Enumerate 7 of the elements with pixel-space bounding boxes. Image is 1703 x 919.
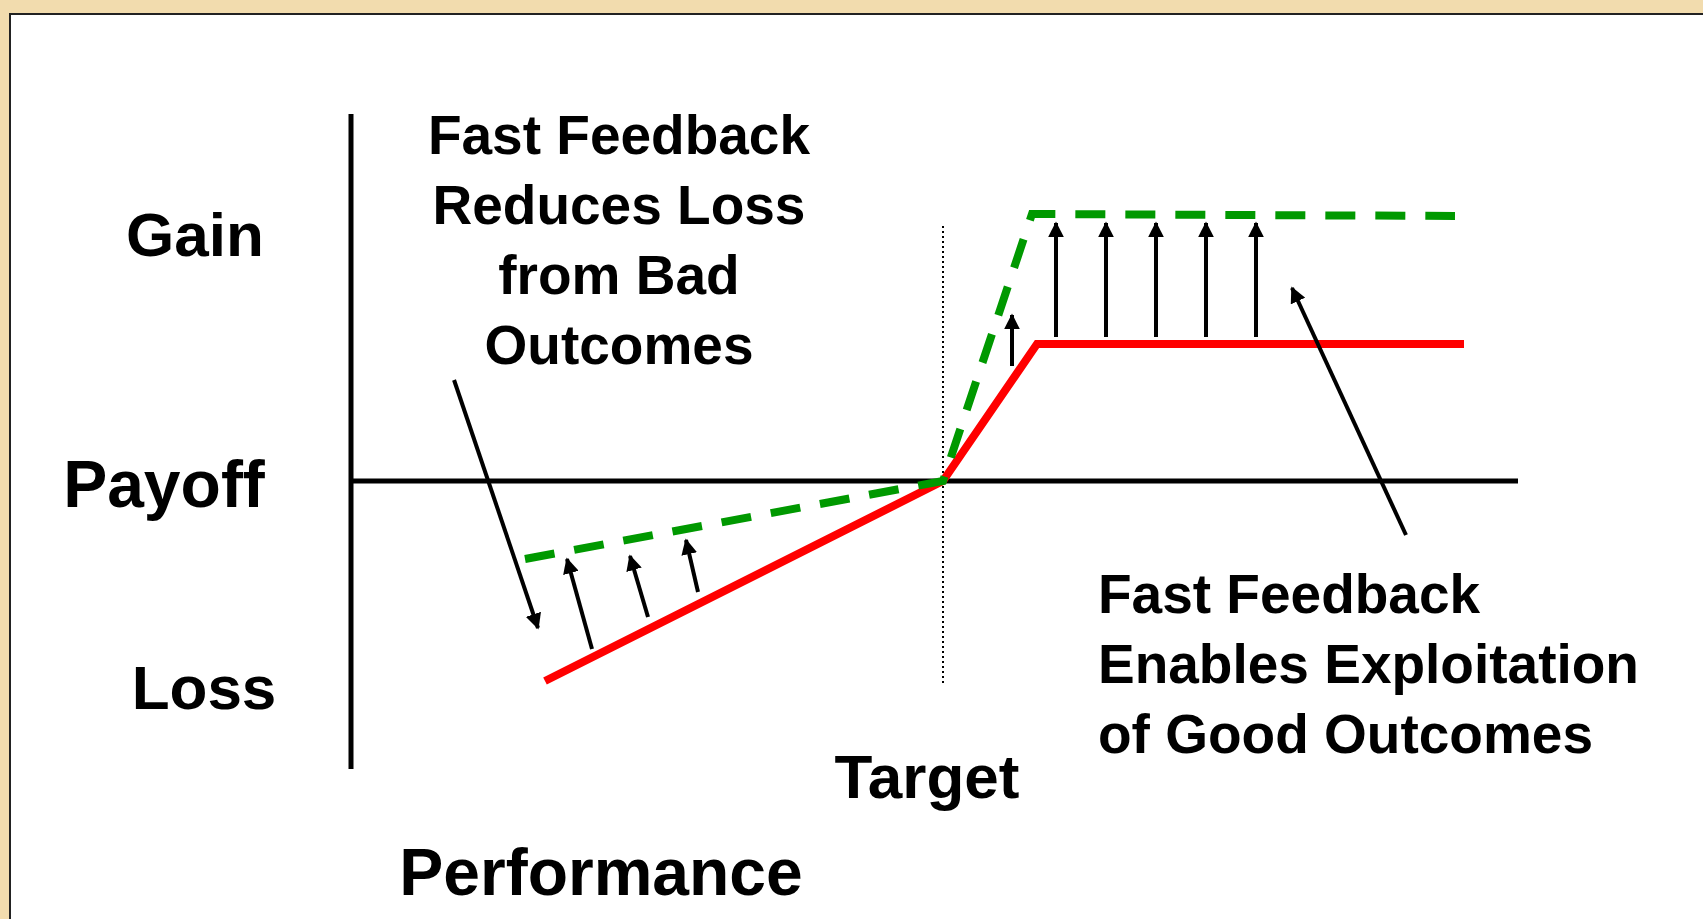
leader-arrow [452, 379, 541, 630]
callout-text: Fast Feedback Reduces Loss from Bad Outcomes [404, 100, 834, 380]
axis-label: Loss [131, 657, 277, 719]
leader-arrow [1290, 286, 1408, 536]
callout-text: Fast Feedback Enables Exploitation of Good Outcomes [1098, 535, 1698, 769]
axis-label: Gain [126, 204, 264, 266]
axis-label: Performance [399, 839, 803, 905]
